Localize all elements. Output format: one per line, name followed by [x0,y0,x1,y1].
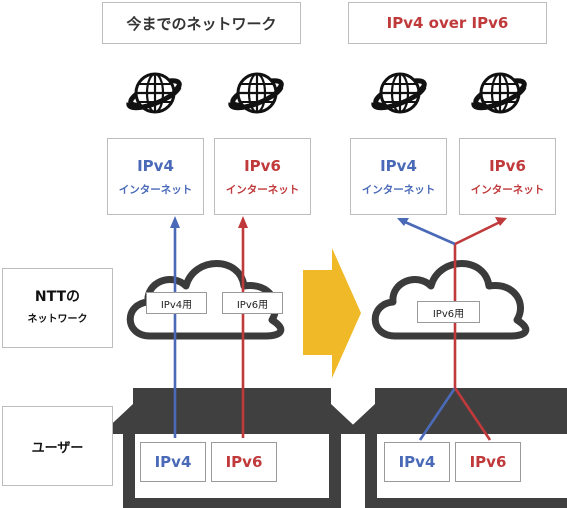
right-ipv6-device: IPv6 [455,442,521,482]
globe-icon [230,74,284,112]
left-title: 今までのネットワーク [126,14,277,33]
right-ipv4-internet-box: IPv4 インターネット [350,138,447,215]
left-title-box: 今までのネットワーク [102,2,301,44]
globe-icon [473,74,527,112]
arrow-right-icon [303,248,361,378]
user-label-box: ユーザー [2,406,113,486]
ipv4-tag: IPv4用 [146,292,207,314]
ipv4-sub: インターネット [118,183,193,196]
ipv4-name: IPv4 [137,156,174,175]
right-ipv4-device: IPv4 [384,442,450,482]
left-ipv4-internet-box: IPv4 インターネット [107,138,204,215]
left-ipv6-internet-box: IPv6 インターネット [214,138,311,215]
right-ipv6-internet-box: IPv6 インターネット [459,138,556,215]
globe-icon [128,74,182,112]
ntt-network-label-box: NTTの ネットワーク [2,268,113,348]
user-label: ユーザー [31,440,84,456]
ipv4-branch-line [404,220,456,246]
ntt-label-line2: ネットワーク [27,314,88,325]
right-title: IPv4 over IPv6 [386,14,509,32]
ipv6-sub: インターネット [470,183,545,196]
ipv4-down-line [418,387,457,441]
ipv6-tag: IPv6用 [417,301,480,323]
ipv4-sub: インターネット [361,183,436,196]
ipv6-branch-line [454,220,501,246]
left-ipv6-device: IPv6 [211,442,277,482]
ntt-label-line1: NTTの [34,289,81,305]
ipv6-sub: インターネット [225,183,300,196]
globe-icon [373,74,427,112]
right-title-box: IPv4 over IPv6 [348,2,547,44]
ipv6-tag: IPv6用 [222,292,283,314]
left-ipv4-device: IPv4 [140,442,206,482]
ipv4-name: IPv4 [380,156,417,175]
ipv6-down-line [453,387,492,441]
ipv6-name: IPv6 [244,156,281,175]
ipv6-name: IPv6 [489,156,526,175]
cloud-icon [375,264,526,337]
